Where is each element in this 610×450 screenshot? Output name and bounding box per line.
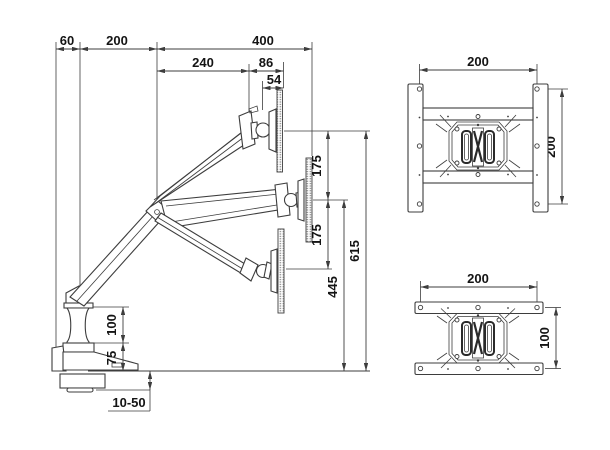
left-rail xyxy=(407,83,424,213)
pole-and-clamp xyxy=(51,285,139,393)
dim-pivot-to-screen: 54 xyxy=(262,72,284,91)
dim-raise-top: 175 xyxy=(309,131,331,200)
dim-top-height: 615 xyxy=(347,131,369,371)
dim-vesa-width: 200 xyxy=(420,271,537,290)
dim-desk-thickness: 10-50 xyxy=(112,371,153,410)
dim-label: 175 xyxy=(309,224,324,246)
vesa-200x200-view: 200 200 xyxy=(407,54,568,213)
top-crossbar xyxy=(422,107,534,121)
mounting-holes xyxy=(416,86,540,207)
extension-lines xyxy=(420,281,561,369)
side-view: 60 200 400 240 86 54 175 xyxy=(51,33,370,412)
quick-release-adapter xyxy=(435,114,521,178)
monitor-screen-bottom xyxy=(277,228,285,314)
monitor-screen-top xyxy=(276,89,283,173)
arm-base-link xyxy=(69,199,169,307)
dim-label: 60 xyxy=(60,33,74,48)
dim-label: 200 xyxy=(106,33,128,48)
quick-release-adapter xyxy=(436,308,520,369)
dim-bracket: 86 xyxy=(249,55,284,74)
ball-joint-top xyxy=(255,122,271,138)
dim-label: 200 xyxy=(467,54,489,69)
dim-label: 400 xyxy=(252,33,274,48)
ball-joint-mid xyxy=(283,192,299,208)
dim-raise-mid: 175 xyxy=(309,200,331,269)
dim-pole-base: 75 xyxy=(104,343,126,371)
x-lock-icon xyxy=(472,130,484,163)
dim-label: 54 xyxy=(267,72,282,87)
dim-label: 615 xyxy=(347,240,362,262)
vesa-200x100-view: 200 100 xyxy=(414,271,561,376)
x-lock-icon xyxy=(472,321,484,355)
dim-forearm: 240 xyxy=(157,55,249,74)
dim-label: 100 xyxy=(104,314,119,336)
dim-pole-offset: 60 xyxy=(56,33,80,52)
arm-position-mid xyxy=(160,157,313,243)
dim-pole-body: 100 xyxy=(104,307,126,343)
dim-label: 175 xyxy=(309,155,324,177)
dim-upper-arm: 400 xyxy=(157,33,312,52)
dim-label: 100 xyxy=(537,327,552,349)
dim-vesa-width: 200 xyxy=(419,54,537,73)
right-rail xyxy=(532,83,549,213)
bottom-crossbar xyxy=(422,170,534,184)
dim-label: 240 xyxy=(192,55,214,70)
arm-position-down xyxy=(154,212,285,314)
dim-label: 75 xyxy=(104,351,119,365)
dim-label: 200 xyxy=(467,271,489,286)
dim-lower-arm: 200 xyxy=(80,33,157,52)
dim-label: 445 xyxy=(325,276,340,298)
arm-position-up xyxy=(149,89,283,208)
monitor-screen-mid xyxy=(305,157,313,243)
extension-lines xyxy=(419,64,568,205)
mounting-holes xyxy=(417,304,540,372)
dim-label: 86 xyxy=(259,55,273,70)
dim-mid-height: 445 xyxy=(325,200,347,371)
dim-label: 10-50 xyxy=(112,395,145,410)
dim-vesa-height: 100 xyxy=(537,307,559,369)
